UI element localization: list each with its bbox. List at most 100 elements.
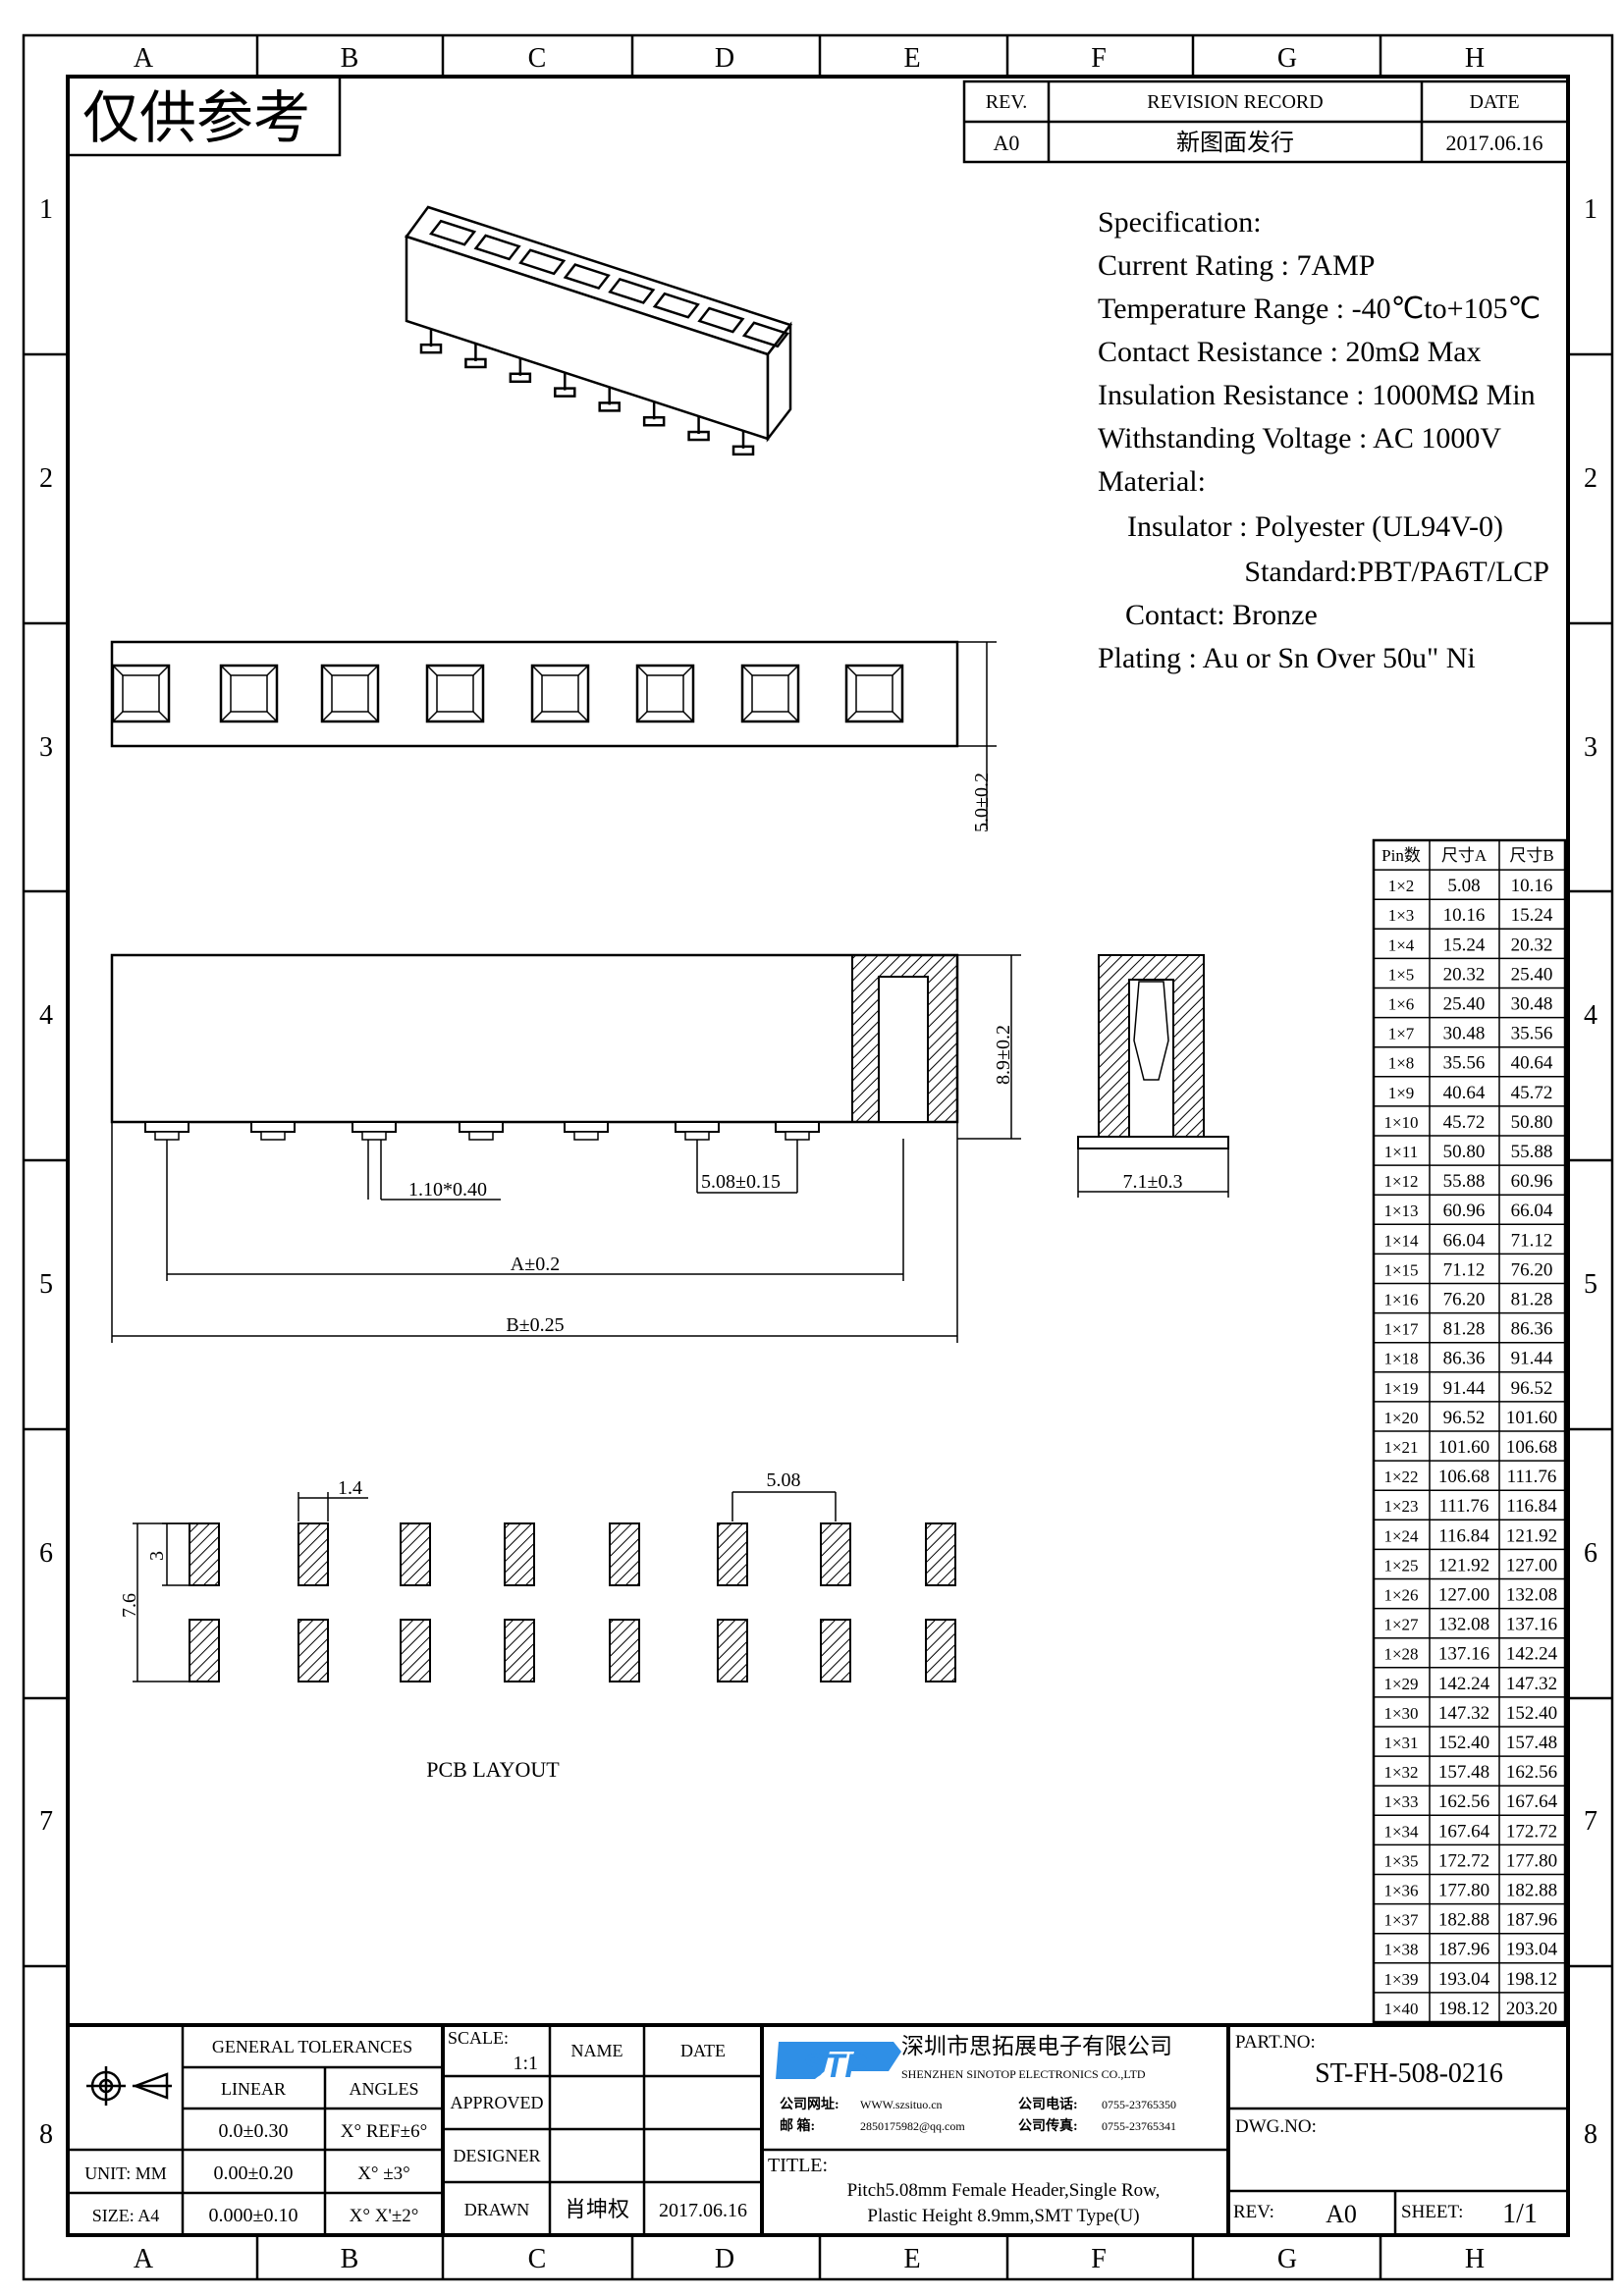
grid-row-label: 7 bbox=[1584, 1806, 1597, 1837]
table-cell: 1×40 bbox=[1383, 2000, 1418, 2018]
table-cell: 182.88 bbox=[1506, 1881, 1557, 1901]
table-cell: 101.60 bbox=[1438, 1437, 1489, 1458]
rev-value: A0 bbox=[994, 131, 1020, 155]
table-cell: 147.32 bbox=[1438, 1703, 1489, 1724]
table-cell: 1×15 bbox=[1383, 1260, 1418, 1279]
table-cell: 40.64 bbox=[1511, 1053, 1553, 1074]
table-cell: 132.08 bbox=[1438, 1615, 1489, 1635]
table-cell: 1×31 bbox=[1383, 1734, 1418, 1752]
smt-pin bbox=[352, 1121, 397, 1133]
angles-header: ANGLES bbox=[350, 2079, 419, 2099]
spec-line: Temperature Range : -40℃to+105℃ bbox=[1098, 293, 1541, 325]
table-cell: 1×3 bbox=[1388, 906, 1415, 925]
socket-opening bbox=[111, 664, 171, 723]
drawn-name: 肖坤权 bbox=[565, 2197, 629, 2221]
table-cell: 172.72 bbox=[1438, 1850, 1489, 1871]
table-cell: 162.56 bbox=[1438, 1791, 1489, 1812]
phone: 0755-23765350 bbox=[1102, 2098, 1176, 2111]
rev-label: REV: bbox=[1233, 2202, 1274, 2222]
pcb-pad bbox=[400, 1522, 431, 1586]
top-view: 5.0±0.2 bbox=[110, 640, 997, 832]
grid-column-label: G bbox=[1277, 2244, 1297, 2274]
grid-column-label: C bbox=[528, 43, 547, 74]
table-cell: 50.80 bbox=[1443, 1142, 1486, 1162]
table-cell: 157.48 bbox=[1438, 1762, 1489, 1783]
spec-title: Specification: bbox=[1098, 206, 1262, 239]
table-cell: 127.00 bbox=[1506, 1555, 1557, 1575]
pcb-pad bbox=[189, 1522, 220, 1586]
pcb-pad bbox=[400, 1619, 431, 1682]
table-cell: 106.68 bbox=[1438, 1467, 1489, 1487]
table-cell: 10.16 bbox=[1511, 876, 1553, 896]
approved-label: APPROVED bbox=[450, 2093, 543, 2112]
table-cell: 81.28 bbox=[1511, 1290, 1553, 1310]
revision-table: REV. REVISION RECORD DATE A0 新图面发行 2017.… bbox=[962, 80, 1570, 164]
spec-line: Plating : Au or Sn Over 50u" Ni bbox=[1098, 642, 1476, 674]
grid-marks bbox=[24, 35, 1612, 2279]
socket-opening bbox=[530, 664, 590, 723]
table-cell: 1×16 bbox=[1383, 1291, 1418, 1309]
table-cell: 66.04 bbox=[1511, 1201, 1553, 1221]
socket-slot bbox=[518, 248, 567, 276]
title-line-2: Plastic Height 8.9mm,SMT Type(U) bbox=[867, 2206, 1139, 2226]
table-cell: 91.44 bbox=[1443, 1378, 1486, 1399]
smt-pin bbox=[775, 1121, 820, 1133]
pcb-pad bbox=[717, 1619, 748, 1682]
rev-header: REV. bbox=[986, 91, 1027, 113]
pcb-pad bbox=[717, 1522, 748, 1586]
table-cell: 5.08 bbox=[1447, 876, 1480, 896]
pcb-pad bbox=[298, 1522, 329, 1586]
table-cell: 15.24 bbox=[1511, 905, 1553, 926]
date-value: 2017.06.16 bbox=[1446, 131, 1543, 155]
title-line-1: Pitch5.08mm Female Header,Single Row, bbox=[847, 2180, 1161, 2201]
table-cell: 60.96 bbox=[1511, 1171, 1553, 1192]
table-cell: 111.76 bbox=[1507, 1467, 1557, 1487]
sheet-value: 1/1 bbox=[1502, 2199, 1538, 2229]
pcb-pad bbox=[504, 1619, 535, 1682]
tol-linear: 0.0±0.30 bbox=[219, 2120, 289, 2142]
phone-label: 公司电话: bbox=[1018, 2096, 1078, 2112]
table-cell: 60.96 bbox=[1443, 1201, 1486, 1221]
table-cell: 1×33 bbox=[1383, 1792, 1418, 1811]
table-cell: 1×35 bbox=[1383, 1851, 1418, 1870]
name-header: NAME bbox=[571, 2041, 623, 2060]
table-cell: 203.20 bbox=[1506, 1999, 1557, 2019]
grid-row-label: 4 bbox=[1584, 1000, 1597, 1031]
socket-slot bbox=[652, 292, 700, 319]
socket-slot bbox=[428, 219, 477, 246]
table-cell: 55.88 bbox=[1443, 1171, 1486, 1192]
table-cell: 198.12 bbox=[1506, 1969, 1557, 1990]
table-cell: 1×24 bbox=[1383, 1526, 1419, 1545]
table-cell: 1×12 bbox=[1383, 1172, 1418, 1191]
designer-label: DESIGNER bbox=[454, 2146, 541, 2165]
table-cell: 55.88 bbox=[1511, 1142, 1553, 1162]
grid-row-label: 5 bbox=[39, 1269, 53, 1300]
socket-slot bbox=[741, 321, 790, 348]
spec-line: Insulator : Polyester (UL94V-0) bbox=[1127, 510, 1503, 543]
spec-line: Standard:PBT/PA6T/LCP bbox=[1244, 556, 1549, 588]
table-cell: 66.04 bbox=[1443, 1230, 1486, 1251]
pcb-pad bbox=[925, 1522, 956, 1586]
table-cell: 86.36 bbox=[1443, 1349, 1486, 1369]
grid-column-label: G bbox=[1277, 43, 1297, 74]
table-cell: 162.56 bbox=[1506, 1762, 1557, 1783]
email-label: 邮 箱: bbox=[780, 2117, 815, 2134]
rev-value: A0 bbox=[1326, 2200, 1357, 2228]
smt-pin bbox=[731, 445, 755, 456]
